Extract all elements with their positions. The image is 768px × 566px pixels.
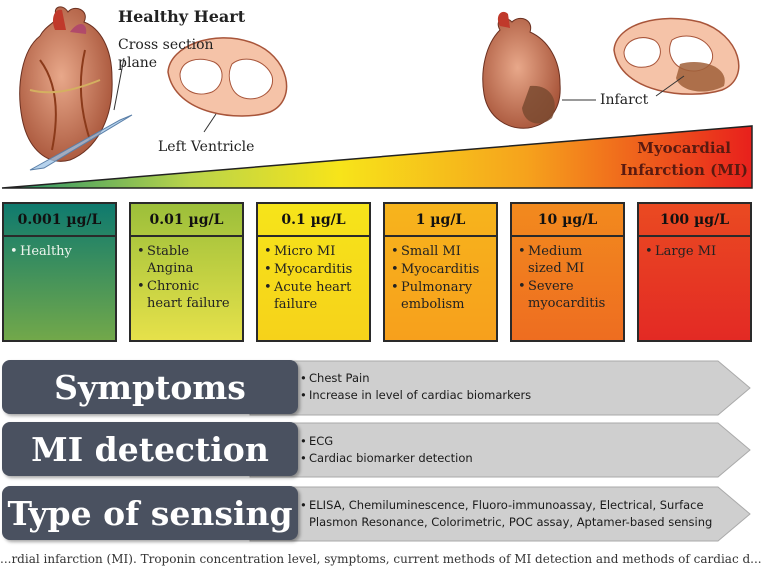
condition-item: Myocarditis (264, 261, 365, 278)
level-concentration: 100 µg/L (639, 204, 750, 237)
figure-caption: ...rdial infarction (MI). Troponin conce… (0, 552, 762, 566)
symptom-item: Increase in level of cardiac biomarkers (300, 387, 531, 404)
level-concentration: 10 µg/L (512, 204, 623, 237)
infarct-section-icon (613, 17, 740, 95)
level-box: 100 µg/L Large MI (637, 202, 752, 342)
left-ventricle-section-icon (167, 37, 288, 117)
level-conditions: Medium sized MI Severe myocarditis (512, 237, 623, 312)
healthy-heart-icon (19, 6, 113, 162)
sensing-label: Type of sensing (2, 486, 298, 540)
level-concentration: 0.1 µg/L (258, 204, 369, 237)
level-conditions: Stable Angina Chronic heart failure (131, 237, 242, 312)
symptoms-label: Symptoms (2, 360, 298, 414)
level-conditions: Healthy (4, 237, 115, 260)
detection-item: ECG (300, 433, 473, 450)
cross-section-plane (29, 114, 133, 171)
condition-item: Micro MI (264, 243, 365, 260)
left-ventricle-label: Left Ventricle (158, 139, 255, 155)
level-concentration: 0.001 µg/L (4, 204, 115, 237)
sensing-details: ELISA, Chemiluminescence, Fluoro-immunoa… (300, 497, 720, 531)
severity-wedge (1, 125, 753, 189)
condition-item: Pulmonary embolism (391, 279, 492, 313)
level-box: 0.01 µg/L Stable Angina Chronic heart fa… (129, 202, 244, 342)
cross-section-label: Cross section plane (118, 37, 214, 71)
condition-item: Chronic heart failure (137, 278, 238, 312)
symptoms-details: Chest Pain Increase in level of cardiac … (300, 370, 531, 404)
condition-item: Medium sized MI (518, 243, 619, 277)
mi-detection-label: MI detection (2, 422, 298, 476)
mi-detection-details: ECG Cardiac biomarker detection (300, 433, 473, 467)
level-conditions: Micro MI Myocarditis Acute heart failure (258, 237, 369, 313)
level-box: 10 µg/L Medium sized MI Severe myocardit… (510, 202, 625, 342)
mi-label: Myocardial Infarction (MI) (620, 139, 748, 179)
infarct-heart-icon (482, 11, 561, 129)
level-concentration: 1 µg/L (385, 204, 496, 237)
sensing-item: ELISA, Chemiluminescence, Fluoro-immunoa… (300, 497, 720, 531)
heart-illustration (1, 6, 753, 189)
level-box: 1 µg/L Small MI Myocarditis Pulmonary em… (383, 202, 498, 342)
condition-item: Large MI (645, 243, 746, 260)
condition-item: Myocarditis (391, 261, 492, 278)
level-conditions: Small MI Myocarditis Pulmonary embolism (385, 237, 496, 313)
level-conditions: Large MI (639, 237, 750, 260)
detection-item: Cardiac biomarker detection (300, 450, 473, 467)
condition-item: Acute heart failure (264, 279, 365, 313)
condition-item: Stable Angina (137, 243, 238, 277)
level-box: 0.001 µg/L Healthy (2, 202, 117, 342)
condition-item: Severe myocarditis (518, 278, 619, 312)
condition-item: Healthy (10, 243, 111, 260)
level-box: 0.1 µg/L Micro MI Myocarditis Acute hear… (256, 202, 371, 342)
level-concentration: 0.01 µg/L (131, 204, 242, 237)
healthy-heart-title: Healthy Heart (118, 7, 246, 26)
symptom-item: Chest Pain (300, 370, 531, 387)
infarct-label: Infarct (600, 92, 649, 108)
condition-item: Small MI (391, 243, 492, 260)
